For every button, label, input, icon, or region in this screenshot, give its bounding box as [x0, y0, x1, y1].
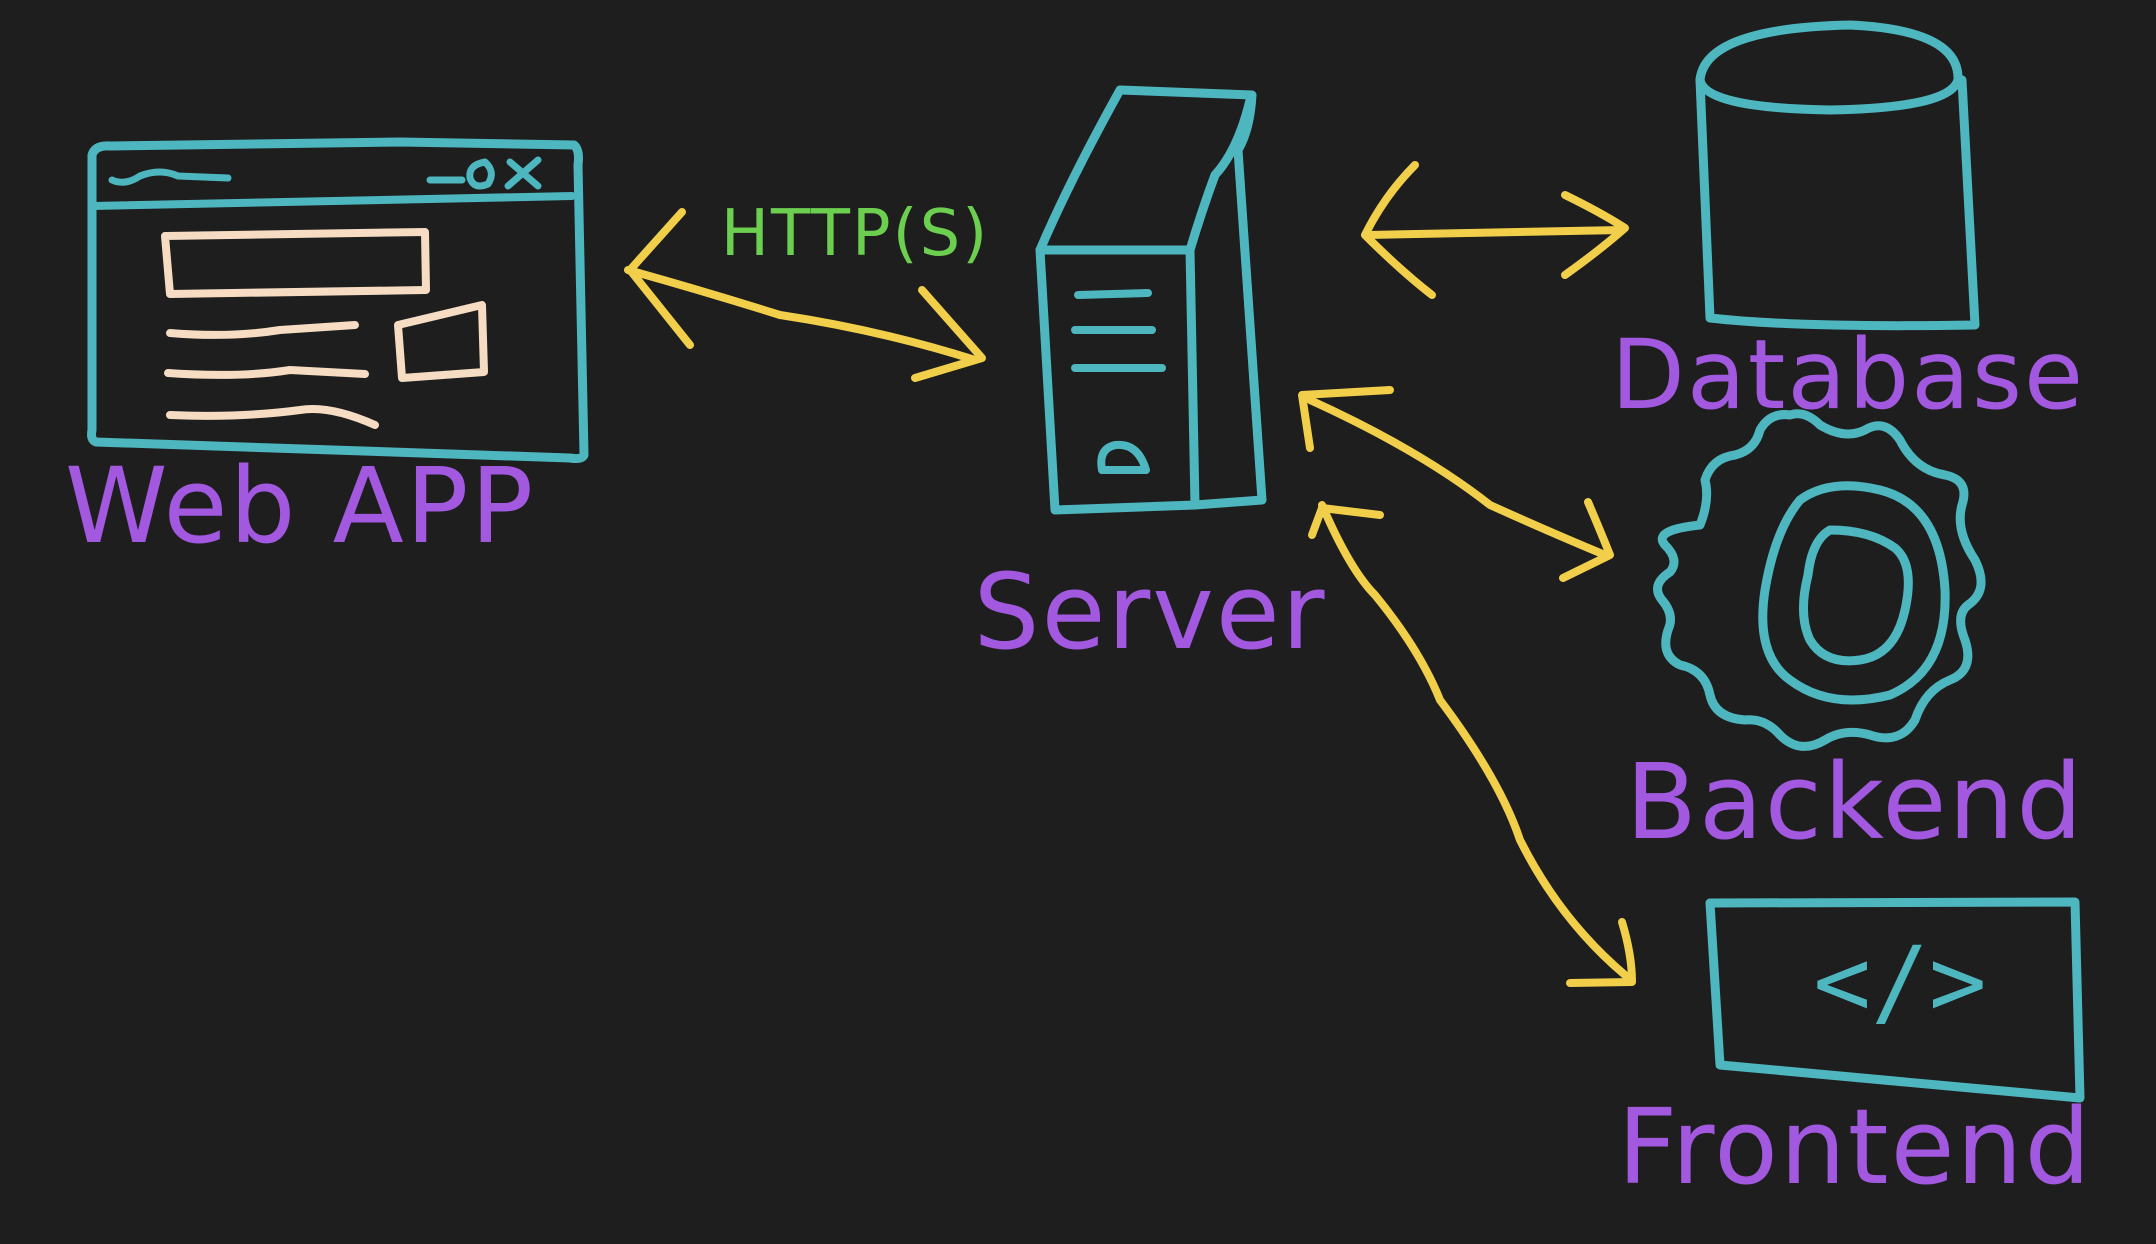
database-cylinder-icon: [1695, 20, 1980, 331]
edge-webapp-server: [624, 208, 986, 382]
code-brackets-icon: </>: [1705, 897, 2085, 1103]
node-label-backend: Backend: [1626, 741, 2085, 863]
code-symbol: </>: [1813, 926, 1986, 1038]
edge-server-backend: [1298, 386, 1614, 582]
browser-window-icon: [87, 137, 589, 464]
edge-label-https: HTTP(S): [721, 197, 989, 271]
edge-server-frontend: [1308, 501, 1636, 987]
node-label-frontend: Frontend: [1618, 1086, 2093, 1208]
node-label-server: Server: [973, 551, 1326, 673]
edge-server-database: [1361, 161, 1629, 299]
node-label-web-app: Web APP: [65, 445, 535, 567]
gear-icon: [1653, 409, 1986, 751]
server-tower-icon: [1035, 85, 1267, 515]
node-label-database: Database: [1611, 319, 2085, 431]
